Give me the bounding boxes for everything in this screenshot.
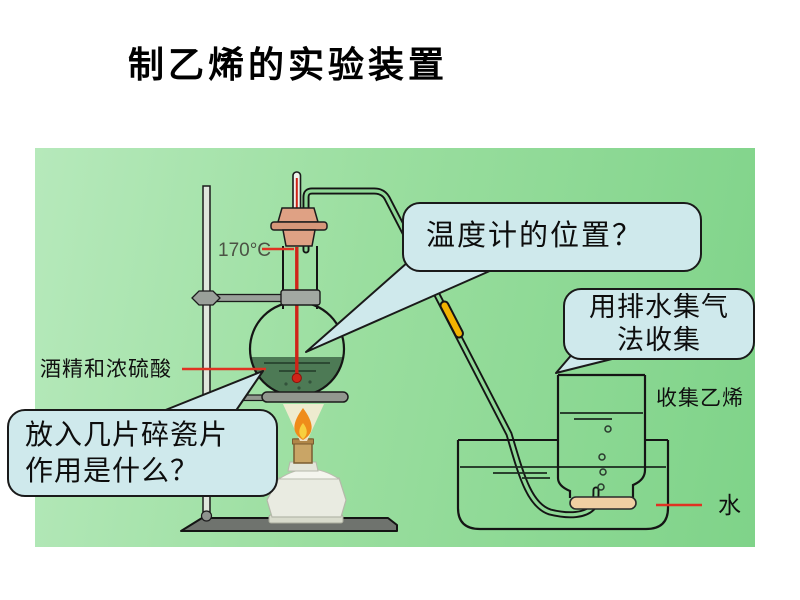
temperature-label: 170°C xyxy=(218,240,271,261)
callout-porcelain-chips: 放入几片碎瓷片 作用是什么？ xyxy=(7,409,278,497)
bottle-pad xyxy=(569,496,637,510)
callout-collection-method: 用排水集气 法收集 xyxy=(563,288,755,360)
apparatus-diagram: 170°C 酒精和浓硫酸 收集乙烯 水 xyxy=(40,171,744,532)
lamp-wick xyxy=(292,438,314,464)
callout-thermometer-position: 温度计的位置？ xyxy=(402,202,702,272)
callout-porcelain-line1: 放入几片碎瓷片 xyxy=(25,418,229,450)
reagents-label: 酒精和浓硫酸 xyxy=(40,358,172,381)
water-trough xyxy=(456,439,670,531)
flask-clamp xyxy=(191,289,321,306)
thermometer-bulb xyxy=(291,372,302,384)
page-title: 制乙烯的实验装置 xyxy=(128,45,449,85)
callout-tails xyxy=(152,261,621,416)
callout-thermometer-text: 温度计的位置？ xyxy=(426,220,644,253)
alcohol-lamp xyxy=(266,404,347,524)
callout-collection-line1: 用排水集气 xyxy=(589,292,729,323)
rubber-connector xyxy=(439,300,464,339)
collect-gas-label: 收集乙烯 xyxy=(656,387,744,410)
gas-collection-bottle xyxy=(556,373,647,510)
water-label: 水 xyxy=(718,492,741,518)
flame-icon xyxy=(283,404,324,441)
callout-collection-line2: 法收集 xyxy=(617,325,701,355)
callout-porcelain-line2: 作用是什么？ xyxy=(25,455,200,486)
rubber-stopper xyxy=(270,207,328,247)
thermometer xyxy=(291,171,302,384)
gas-bubbles xyxy=(597,425,612,491)
pointer-lines xyxy=(182,247,702,507)
